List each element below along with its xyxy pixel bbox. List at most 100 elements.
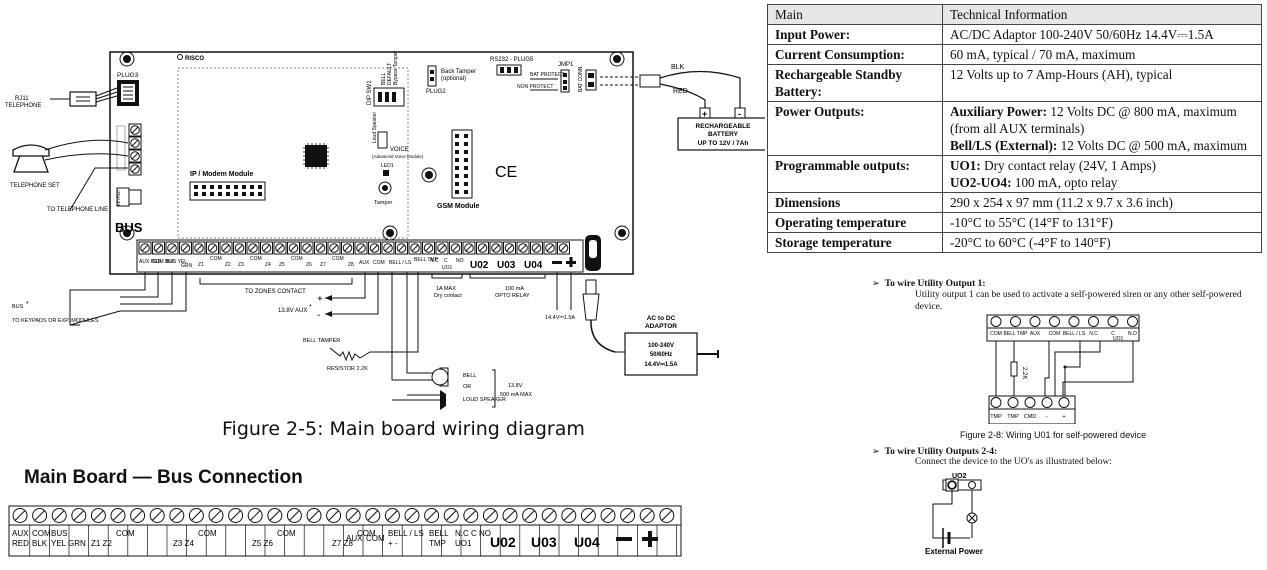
bell-spec-current: 500 mA MAX xyxy=(500,392,532,398)
uo1-screw xyxy=(1088,316,1099,327)
keypad-connector-label: KEYPAD xyxy=(116,190,121,206)
svg-text:AUX: AUX xyxy=(359,260,370,266)
uo1-screw xyxy=(1010,316,1021,327)
dc-voltage-label: 14.4V⎓1.5A xyxy=(545,315,575,321)
dip-bypass-label: Bypass Tamper xyxy=(393,50,399,85)
svg-text:NO: NO xyxy=(456,258,464,264)
bus-terminal-u03: U03 xyxy=(531,534,557,550)
uo1-resistor-label: 2.2K xyxy=(1021,367,1027,379)
spec-value: AC/DC Adaptor 100-240V 50/60Hz 14.4V⎓1.5… xyxy=(942,24,1262,45)
terminal-screw xyxy=(489,241,503,255)
spec-value: -10°C to 55°C (14°F to 131°F) xyxy=(942,212,1262,233)
spec-key: Power Outputs: xyxy=(767,101,943,156)
device-terminal-label: TMP xyxy=(990,414,1002,420)
spec-row: Power Outputs:Auxiliary Power: 12 Volts … xyxy=(767,101,1262,156)
svg-text:COM BLK: COM BLK xyxy=(152,259,175,265)
bus-section-title: Main Board — Bus Connection xyxy=(24,467,303,488)
to-telephone-line-label: TO TELEPHONE LINE xyxy=(47,207,108,213)
led1-label: LED1 xyxy=(381,163,394,169)
spec-value: 290 x 254 x 97 mm (11.2 x 9.7 x 3.6 inch… xyxy=(942,192,1262,213)
uo24-heading: ➢ To wire Utility Outputs 2-4: xyxy=(872,447,998,457)
svg-text:UO1: UO1 xyxy=(442,265,453,271)
terminal-screw xyxy=(192,241,206,255)
terminal-screw xyxy=(462,241,476,255)
uo1-terminal-label: N.O xyxy=(1128,331,1137,337)
device-screw xyxy=(990,397,1002,408)
svg-text:AUX RED: AUX RED xyxy=(139,259,162,265)
terminal-screw xyxy=(557,241,570,255)
svg-text:Z7: Z7 xyxy=(320,262,326,268)
battery-plus: + xyxy=(702,109,707,119)
figure-caption: Figure 2-5: Main board wiring diagram xyxy=(222,418,585,440)
terminal-labels: AUX RED COM BLK BUS YEL GRN Z1 COM Z2 Z3… xyxy=(139,256,464,271)
bus-label-bottom: TMP xyxy=(429,539,446,548)
dip-switch-label: DIP SW1 xyxy=(367,80,373,105)
uo1-terminal-label: N.C xyxy=(1089,331,1098,337)
svg-text:C: C xyxy=(444,258,448,264)
bus-label-top: COM xyxy=(357,529,376,538)
svg-text:GRN: GRN xyxy=(181,263,193,269)
bus-label-bottom: Z1 Z2 xyxy=(91,539,112,548)
ip-module-label: IP / Modem Module xyxy=(190,171,253,178)
spec-value: 60 mA, typical / 70 mA, maximum xyxy=(942,44,1262,65)
terminal-screw xyxy=(138,241,152,255)
or-label: OR xyxy=(463,384,471,390)
spec-value-line: -20°C to 60°C (-4°F to 140°F) xyxy=(950,235,1111,250)
uo24-text: Connect the device to the UO's as illust… xyxy=(915,457,1112,467)
battery-minus: - xyxy=(738,109,741,119)
spec-value-bold: Auxiliary Power: xyxy=(950,104,1048,119)
spec-key: Dimensions xyxy=(767,192,943,213)
plug2-label: PLUG2 xyxy=(426,89,446,95)
dip-bell-label: BELL xyxy=(381,73,387,85)
battery-label-3: UP TO 12V / 7Ah xyxy=(698,140,749,147)
uo1-screw xyxy=(1107,316,1119,327)
bus-label-top: COM xyxy=(277,529,296,538)
loud-speaker-label: LOUD SPEAKER xyxy=(463,397,506,403)
svg-text:Z1: Z1 xyxy=(198,262,204,268)
bus-label-top: BELL xyxy=(429,529,449,538)
terminal-screw xyxy=(476,241,489,255)
svg-text:Z3: Z3 xyxy=(238,262,244,268)
spec-value-line: 60 mA, typical / 70 mA, maximum xyxy=(950,47,1136,62)
terminal-screw xyxy=(179,241,192,255)
spec-value-line: Auxiliary Power: 12 Volts DC @ 800 mA, m… xyxy=(950,103,1254,137)
device-terminal-label: TMP xyxy=(1007,414,1019,420)
terminal-screw xyxy=(165,241,179,255)
bus-label-bottom: UO1 xyxy=(455,539,472,548)
to-zones-label: TO ZONES CONTACT xyxy=(245,289,306,295)
spec-row: Input Power:AC/DC Adaptor 100-240V 50/60… xyxy=(767,24,1262,45)
loud-speaker-board-label: Loud Speaker xyxy=(372,112,378,143)
spec-value-line: Bell/LS (External): 12 Volts DC @ 500 mA… xyxy=(950,137,1254,154)
spec-value-line: 12 Volts up to 7 Amp-Hours (AH), typical xyxy=(950,67,1173,82)
spec-value-text: 12 Volts DC @ 800 mA, maximum (from all … xyxy=(950,104,1237,136)
ce-mark: CE xyxy=(495,164,517,181)
terminal-screw xyxy=(233,241,246,255)
terminal-screw xyxy=(354,241,368,255)
bus-note-asterisk: * xyxy=(26,301,29,308)
spec-value-line: 290 x 254 x 97 mm (11.2 x 9.7 x 3.6 inch… xyxy=(950,195,1173,210)
svg-text:COM: COM xyxy=(373,260,385,266)
terminal-screw xyxy=(408,241,422,255)
aux-plus: + xyxy=(317,294,323,305)
gsm-module-label: GSM Module xyxy=(437,203,479,210)
spec-key: Input Power: xyxy=(767,24,943,45)
uo1-bullet-icon: ➢ xyxy=(872,279,885,289)
bus-label-bottom: COM xyxy=(366,534,385,543)
brand-label: RISCO xyxy=(185,56,204,62)
battery xyxy=(677,117,765,151)
spec-value-line: -10°C to 55°C (14°F to 131°F) xyxy=(950,215,1113,230)
resistor-label: RESISTOR 2.2K xyxy=(327,366,368,372)
svg-text:COM: COM xyxy=(332,256,344,262)
terminal-screw xyxy=(287,241,300,255)
bus-note-label: BUS xyxy=(12,304,24,310)
svg-text:COM: COM xyxy=(250,256,262,262)
spec-row: Programmable outputs:UO1: Dry contact re… xyxy=(767,155,1262,193)
dip-default-label: DEFAULT xyxy=(387,63,393,85)
bat-protect-label: BAT PROTECT xyxy=(530,72,565,78)
bus-label-bottom: Z3 Z4 xyxy=(173,539,194,548)
svg-text:Z2: Z2 xyxy=(225,262,231,268)
opto-current-label: 100 mA xyxy=(505,286,524,292)
bus-label-bottom: AUX xyxy=(346,534,363,543)
external-power-label: External Power xyxy=(925,547,983,556)
